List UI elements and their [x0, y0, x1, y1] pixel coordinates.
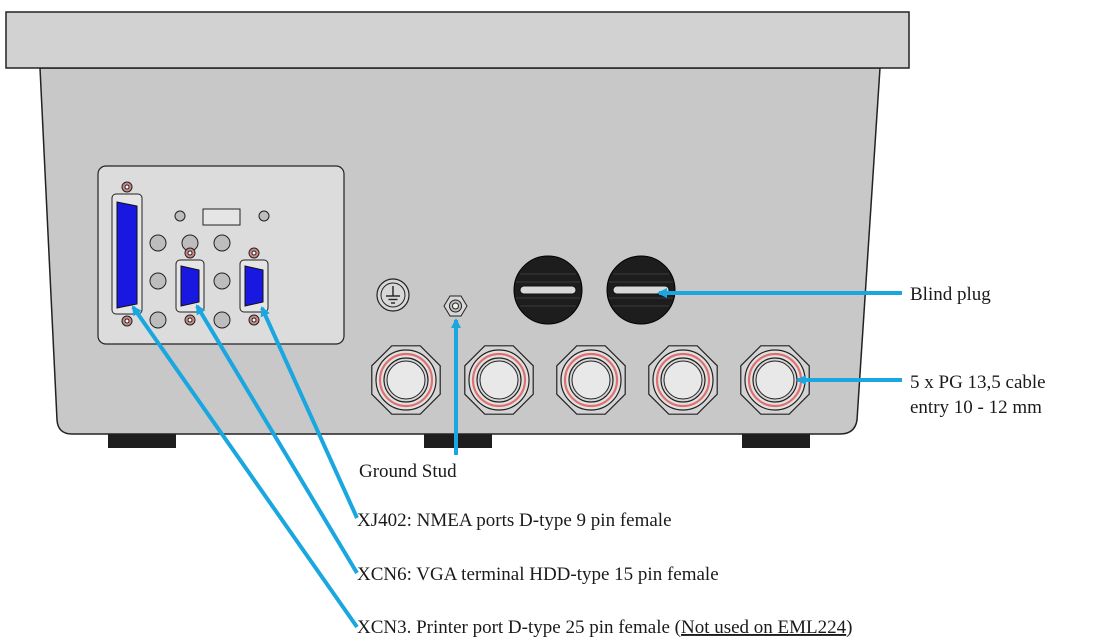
- xj402-callout: [260, 306, 359, 519]
- xcn3-connector: [111, 181, 143, 327]
- xcn6-connector: [175, 247, 205, 326]
- xcn3-label-underlined: Not used on EML224: [681, 617, 847, 637]
- cable-glands: [371, 345, 810, 415]
- xcn6-label: XCN6: VGA terminal HDD-type 15 pin femal…: [357, 564, 719, 585]
- cable-gland: [556, 345, 626, 415]
- blind-plug: [513, 255, 583, 325]
- earth-symbol-icon: [376, 278, 410, 312]
- ground-stud: [443, 295, 468, 317]
- xcn3-label-main: XCN3. Printer port D-type 25 pin female …: [357, 617, 681, 637]
- cable-entry-label-line2: entry 10 - 12 mm: [910, 397, 1042, 418]
- xj402-label: XJ402: NMEA ports D-type 9 pin female: [357, 510, 672, 531]
- xj402-connector: [239, 247, 269, 326]
- xcn3-label-close: ): [846, 617, 852, 637]
- ground-stud-label: Ground Stud: [359, 461, 457, 482]
- cable-gland: [648, 345, 718, 415]
- xcn3-callout: [131, 305, 359, 629]
- callout-lines: [131, 288, 902, 629]
- xcn3-label: XCN3. Printer port D-type 25 pin female …: [357, 617, 853, 637]
- cable-entry-label-line1: 5 x PG 13,5 cable: [910, 372, 1046, 393]
- connector-panel: [97, 165, 345, 345]
- cable-gland: [371, 345, 441, 415]
- enclosure-lid: [5, 11, 910, 69]
- blind-plug: [606, 255, 676, 325]
- cable-gland: [464, 345, 534, 415]
- blind-plug-label: Blind plug: [910, 284, 991, 305]
- xcn6-callout: [195, 304, 359, 575]
- cable-gland: [740, 345, 810, 415]
- panel-blanking-holes: [149, 234, 231, 329]
